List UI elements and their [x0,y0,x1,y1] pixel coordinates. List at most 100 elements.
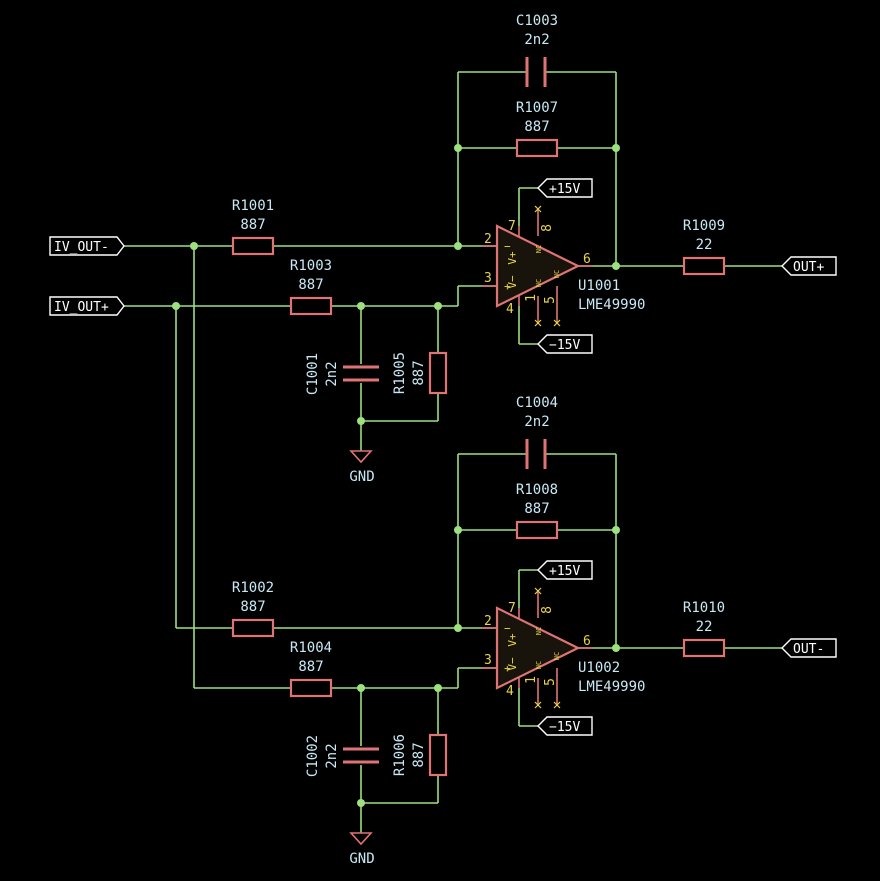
u1001-value: LME49990 [578,297,645,313]
u1002-nc-name-1: NC [535,627,543,635]
power-flag-pos-1-label: +15V [549,182,580,197]
resistor-r1005[interactable]: R1005 887 [392,351,448,395]
wires [124,71,782,833]
c1004-ref: C1004 [516,395,558,411]
opamp-u1002[interactable]: − + V+ V− 2 3 6 7 4 8 1 5 NC NC NC U1002… [482,587,645,709]
ground-symbol-1[interactable]: GND [349,450,375,485]
power-flag-pos-1[interactable]: +15V [537,178,593,198]
u1002-pin2: 2 [484,614,492,629]
port-out-plus-label: OUT+ [793,260,824,275]
u1001-nc-name-1: NC [535,245,543,253]
r1004-ref: R1004 [290,640,332,656]
u1001-pin3: 3 [484,271,492,286]
u1001-plus-sign: + [504,280,511,293]
u1001-pin7: 7 [508,219,516,234]
ground-symbol-2[interactable]: GND [349,832,375,867]
r1006-ref: R1006 [392,734,408,776]
u1001-pin1: 1 [524,294,539,302]
power-flag-neg-1[interactable]: −15V [537,334,593,354]
r1010-ref: R1010 [683,600,725,616]
r1002-value: 887 [240,599,265,615]
u1001-minus-sign: − [504,240,511,253]
c1004-value: 2n2 [524,414,549,430]
r1008-ref: R1008 [516,482,558,498]
u1001-pin8: 8 [540,224,555,232]
r1005-ref: R1005 [392,352,408,394]
r1004-value: 887 [298,659,323,675]
port-iv-out-plus-label: IV_OUT+ [54,300,109,315]
u1002-pin8: 8 [540,606,555,614]
r1003-value: 887 [298,277,323,293]
resistor-r1009[interactable]: R1009 22 [682,218,726,276]
resistor-r1008[interactable]: R1008 887 [515,482,559,540]
resistor-r1010[interactable]: R1010 22 [682,600,726,658]
resistor-r1003[interactable]: R1003 887 [289,258,333,316]
u1002-plus-sign: + [504,662,511,675]
u1002-value: LME49990 [578,679,645,695]
power-flag-neg-2-label: −15V [549,720,580,735]
gnd-label-1: GND [349,469,374,485]
u1001-pin4: 4 [506,302,514,317]
u1002-pin7: 7 [508,601,516,616]
c1002-value: 2n2 [324,743,340,768]
port-iv-out-minus-label: IV_OUT- [54,240,109,255]
resistor-r1002[interactable]: R1002 887 [231,580,275,638]
power-flag-pos-2-label: +15V [549,564,580,579]
r1009-ref: R1009 [683,218,725,234]
r1010-value: 22 [696,619,713,635]
u1001-nc-name-2: NC [535,279,543,287]
u1002-ref: U1002 [578,660,620,676]
r1002-ref: R1002 [232,580,274,596]
u1001-vminus-name: V− [506,275,519,289]
u1002-nc-name-2: NC [535,661,543,669]
power-flag-neg-1-label: −15V [549,338,580,353]
opamp-u1001[interactable]: − + V+ V− 2 3 6 7 4 8 1 5 NC NC NC U1001… [482,205,645,327]
resistor-r1007[interactable]: R1007 887 [515,100,559,158]
u1002-minus-sign: − [504,622,511,635]
capacitor-c1004[interactable]: C1004 2n2 [516,395,558,469]
u1001-pin5: 5 [543,296,558,304]
c1001-value: 2n2 [324,361,340,386]
port-iv-out-plus[interactable]: IV_OUT+ [49,296,125,316]
u1001-vplus-name: V+ [506,251,519,265]
r1003-ref: R1003 [290,258,332,274]
u1001-pin6: 6 [583,252,591,267]
c1003-value: 2n2 [524,32,549,48]
r1001-value: 887 [240,217,265,233]
resistor-r1004[interactable]: R1004 887 [289,640,333,698]
port-iv-out-minus[interactable]: IV_OUT- [49,236,125,256]
r1006-value: 887 [411,742,427,767]
c1001-ref: C1001 [305,353,321,395]
u1001-ref: U1001 [578,278,620,294]
junctions [172,144,620,807]
port-out-plus[interactable]: OUT+ [781,256,837,276]
port-out-minus-label: OUT- [793,642,824,657]
r1008-value: 887 [524,501,549,517]
port-out-minus[interactable]: OUT- [781,638,837,658]
r1007-value: 887 [524,119,549,135]
resistor-r1006[interactable]: R1006 887 [392,733,448,777]
power-flag-neg-2[interactable]: −15V [537,716,593,736]
u1002-pin6: 6 [583,634,591,649]
u1002-pin1: 1 [524,676,539,684]
r1001-ref: R1001 [232,198,274,214]
c1003-ref: C1003 [516,13,558,29]
r1009-value: 22 [696,237,713,253]
u1001-pin2: 2 [484,232,492,247]
capacitor-c1001[interactable]: C1001 2n2 [305,353,379,395]
u1001-nc-name-3: NC [553,270,561,278]
gnd-label-2: GND [349,851,374,867]
u1002-pin4: 4 [506,684,514,699]
power-flag-pos-2[interactable]: +15V [537,560,593,580]
u1002-nc-name-3: NC [553,652,561,660]
r1005-value: 887 [411,360,427,385]
c1002-ref: C1002 [305,735,321,777]
u1002-vminus-name: V− [506,657,519,671]
u1002-pin3: 3 [484,653,492,668]
resistor-r1001[interactable]: R1001 887 [231,198,275,256]
u1002-pin5: 5 [543,678,558,686]
capacitor-c1002[interactable]: C1002 2n2 [305,735,379,777]
capacitor-c1003[interactable]: C1003 2n2 [516,13,558,87]
